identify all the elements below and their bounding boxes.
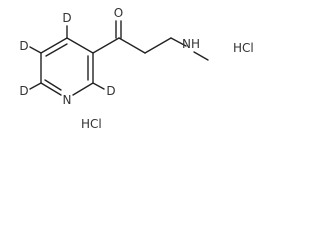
atom-ring-nitrogen: N [63, 93, 72, 107]
salt-label-right: HCl [233, 41, 254, 55]
atom-amine: NH [182, 37, 200, 51]
bond-c6-d [29, 82, 42, 90]
salt-label-bottom: HCl [81, 117, 102, 131]
bond-n-methyl [193, 51, 209, 61]
bond-c5-c4-inner [45, 43, 68, 57]
bond-chain-1 [118, 37, 146, 54]
side-chain [92, 20, 209, 61]
atom-deuterium-c2: D [106, 84, 115, 98]
atom-oxygen: O [114, 6, 123, 20]
pyridine-ring [40, 37, 94, 96]
bond-c2-d [92, 82, 105, 90]
atom-deuterium-c5: D [19, 39, 28, 53]
atom-deuterium-c6: D [19, 84, 28, 98]
bond-chain-3 [170, 37, 187, 47]
bond-c5-d [29, 46, 42, 54]
bond-c4-c3 [66, 37, 94, 54]
bond-c3-carbonyl [92, 37, 120, 54]
bond-c2-n1 [72, 82, 94, 96]
bond-n1-c6 [40, 82, 62, 96]
bond-c5-c4 [40, 37, 68, 54]
bond-chain-2 [144, 37, 172, 54]
bond-n1-c6-inner [44, 79, 62, 91]
chemical-structure: O N NH D D D D HCl HCl [19, 6, 254, 131]
atom-deuterium-c4: D [62, 11, 71, 25]
